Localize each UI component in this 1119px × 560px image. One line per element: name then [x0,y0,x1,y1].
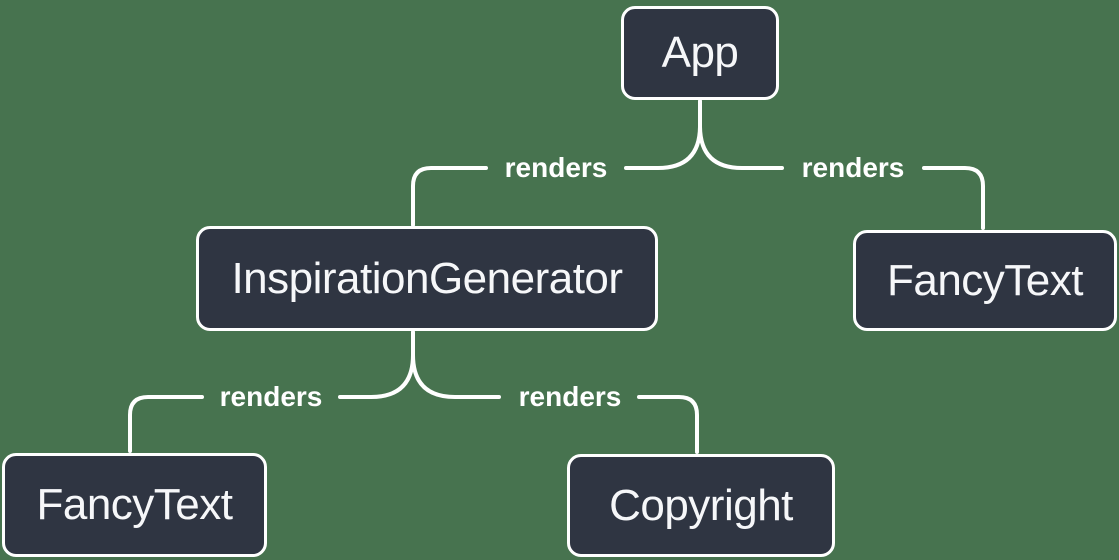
node-inspiration-generator: InspirationGenerator [196,226,658,331]
edge-label-inspiration-copyright: renders [518,381,622,412]
edge-app-to-inspirationgenerator-a [624,124,702,170]
node-fancy-text-right-label: FancyText [886,255,1084,305]
edge-app-to-inspirationgenerator-b [411,166,488,227]
node-copyright: Copyright [567,454,835,557]
edge-inspiration-to-fancytext-b [128,395,204,453]
node-app-label: App [661,28,739,77]
node-copyright-label: Copyright [609,480,793,530]
edge-label-app-inspirationgenerator: renders [504,152,608,183]
edge-inspiration-to-copyright-a [411,353,501,399]
edge-app-to-fancytext-a [698,124,784,170]
node-inspiration-generator-label: InspirationGenerator [231,253,623,303]
edge-app-to-fancytext-b [922,166,985,230]
edge-label-inspiration-fancytext: renders [219,381,323,412]
edge-label-app-fancytext: renders [801,152,905,183]
edge-inspiration-to-fancytext-a [338,353,415,399]
node-app: App [621,6,779,100]
node-fancy-text-left: FancyText [2,453,267,557]
node-fancy-text-left-label: FancyText [36,480,233,529]
edge-inspiration-to-copyright-b [637,395,699,454]
node-fancy-text-right: FancyText [853,230,1117,331]
